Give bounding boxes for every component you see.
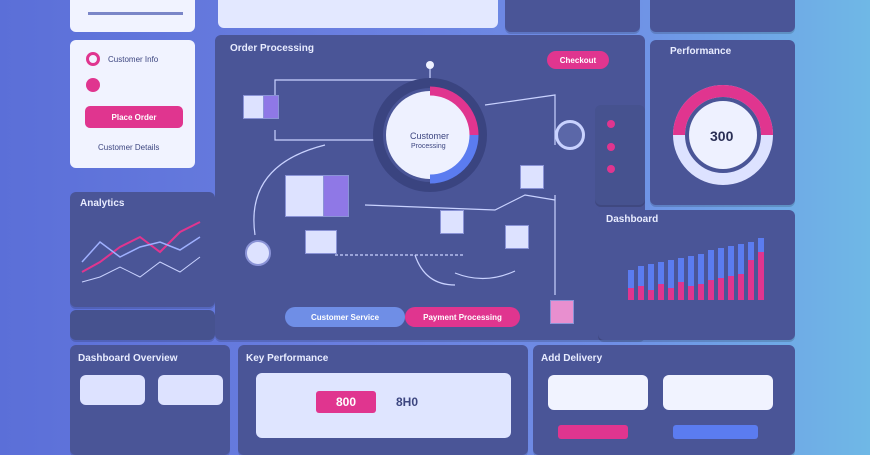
globe-icon — [245, 240, 271, 266]
bar-series-1 — [668, 260, 674, 300]
toggle-icon[interactable] — [607, 120, 615, 128]
dashboard-overview-title: Dashboard Overview — [78, 353, 178, 364]
dashboard-panel: Dashboard — [598, 210, 795, 340]
analytics-line-chart — [81, 221, 201, 283]
bar-series-1 — [698, 254, 704, 300]
package-icon — [550, 300, 574, 324]
bar-series-2 — [678, 282, 684, 300]
toggle-icon[interactable] — [607, 165, 615, 173]
overview-card[interactable] — [80, 375, 145, 405]
magnifier-icon[interactable] — [555, 120, 585, 150]
order-processing-title: Order Processing — [230, 43, 314, 54]
bar-series-1 — [728, 246, 734, 300]
kpi-value-pill[interactable]: 800 — [316, 391, 376, 413]
bar-series-2 — [638, 286, 644, 300]
bar-series-2 — [668, 288, 674, 300]
bar-series-2 — [628, 288, 634, 300]
checkout-pill[interactable]: Checkout — [547, 51, 609, 69]
delivery-card[interactable] — [663, 375, 773, 410]
top-right-panel — [505, 0, 640, 32]
bar-series-1 — [718, 248, 724, 300]
analytics-title: Analytics — [80, 198, 125, 209]
place-order-button[interactable]: Place Order — [85, 106, 183, 128]
package-icon — [505, 225, 529, 249]
bar-series-2 — [758, 252, 764, 300]
overview-card[interactable] — [158, 375, 223, 405]
customer-info-label: Customer Info — [108, 55, 159, 64]
bar-series-1 — [648, 264, 654, 300]
customer-card: Customer Info Place Order Customer Detai… — [70, 40, 195, 168]
bar-series-1 — [628, 270, 634, 300]
bar-series-2 — [708, 280, 714, 300]
bar-series-1 — [738, 244, 744, 300]
key-performance-title: Key Performance — [246, 353, 329, 364]
customer-center-label: Customer — [410, 131, 450, 141]
slider-track[interactable] — [88, 12, 183, 15]
bar-series-1 — [708, 250, 714, 300]
performance-panel: Performance 300 — [650, 40, 795, 205]
bar-series-2 — [728, 276, 734, 300]
top-center-card — [218, 0, 498, 28]
bar-series-1 — [658, 262, 664, 300]
bar-series-2 — [748, 260, 754, 300]
bar-series-1 — [688, 256, 694, 300]
delivery-card[interactable] — [548, 375, 648, 410]
bar-series-2 — [718, 278, 724, 300]
cart-icon — [86, 78, 100, 92]
dashboard-bar-chart — [628, 230, 778, 300]
bar-series-2 — [658, 284, 664, 300]
analytics-footer — [70, 310, 215, 340]
bar-series-2 — [688, 286, 694, 300]
analytics-panel: Analytics — [70, 192, 215, 307]
kpi-value-2: 8H0 — [396, 395, 419, 409]
bar-series-2 — [738, 274, 744, 300]
customer-service-button[interactable]: Customer Service — [285, 307, 405, 327]
package-icon — [323, 175, 349, 217]
performance-title: Performance — [670, 46, 732, 57]
process-flow-lines — [253, 61, 556, 295]
bar-series-2 — [648, 290, 654, 300]
delivery-button[interactable] — [673, 425, 758, 439]
toggle-icon[interactable] — [607, 143, 615, 151]
add-delivery-title: Add Delivery — [541, 353, 603, 364]
package-icon — [440, 210, 464, 234]
order-processing-panel: Order Processing Checkout Customer Proce… — [215, 35, 645, 340]
bar-series-1 — [638, 266, 644, 300]
package-icon — [520, 165, 544, 189]
user-icon — [86, 52, 100, 66]
dashboard-overview-panel: Dashboard Overview — [70, 345, 230, 455]
bar-series-1 — [678, 258, 684, 300]
add-delivery-panel: Add Delivery — [533, 345, 795, 455]
package-icon — [263, 95, 279, 119]
dashboard-title: Dashboard — [606, 214, 659, 225]
package-icon — [305, 230, 337, 254]
processing-center-label: Processing — [411, 143, 446, 150]
customer-details-label: Customer Details — [98, 143, 160, 152]
top-far-right-panel — [650, 0, 795, 32]
performance-gauge — [673, 85, 773, 185]
icon-column — [595, 105, 645, 205]
key-performance-panel: Key Performance 800 8H0 — [238, 345, 528, 455]
gauge-value: 300 — [710, 128, 734, 144]
kpi-card: 800 8H0 — [256, 373, 511, 438]
payment-processing-button[interactable]: Payment Processing — [405, 307, 520, 327]
bar-series-2 — [698, 284, 704, 300]
delivery-button[interactable] — [558, 425, 628, 439]
top-left-card — [70, 0, 195, 32]
package-icon — [285, 175, 327, 217]
